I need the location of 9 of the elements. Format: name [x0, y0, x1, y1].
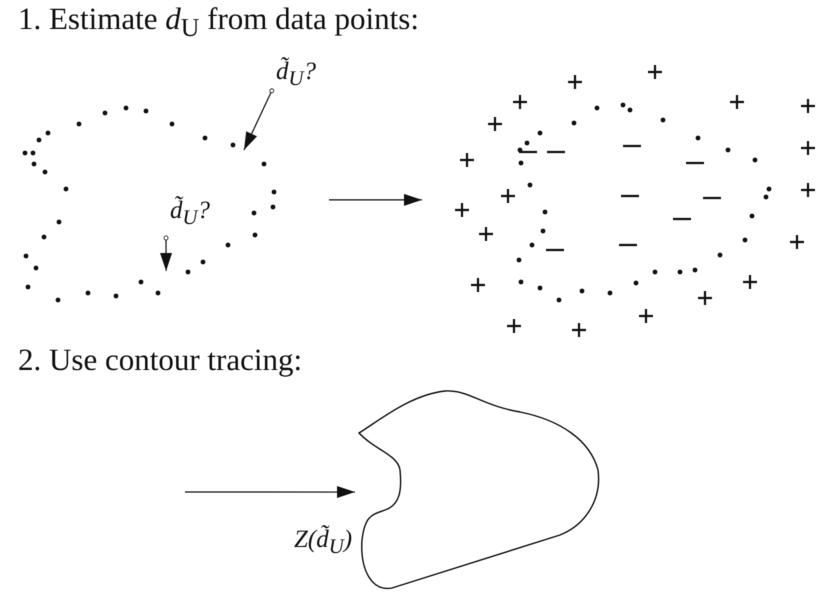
math-label: d̃$_{U}$?: [170, 197, 210, 229]
math-label: d̃$_{U}$?: [276, 58, 316, 90]
step-heading: 2. Use contour tracing:: [18, 343, 302, 378]
leader-arrow: [160, 236, 172, 271]
arrow: [185, 486, 356, 498]
step-heading: 1. Estimate d$_{U}$ from data points:: [18, 2, 419, 43]
leader-arrow: [243, 88, 274, 150]
arrow: [329, 194, 422, 206]
math-label: Z(d̃$_{U}$): [294, 526, 352, 558]
